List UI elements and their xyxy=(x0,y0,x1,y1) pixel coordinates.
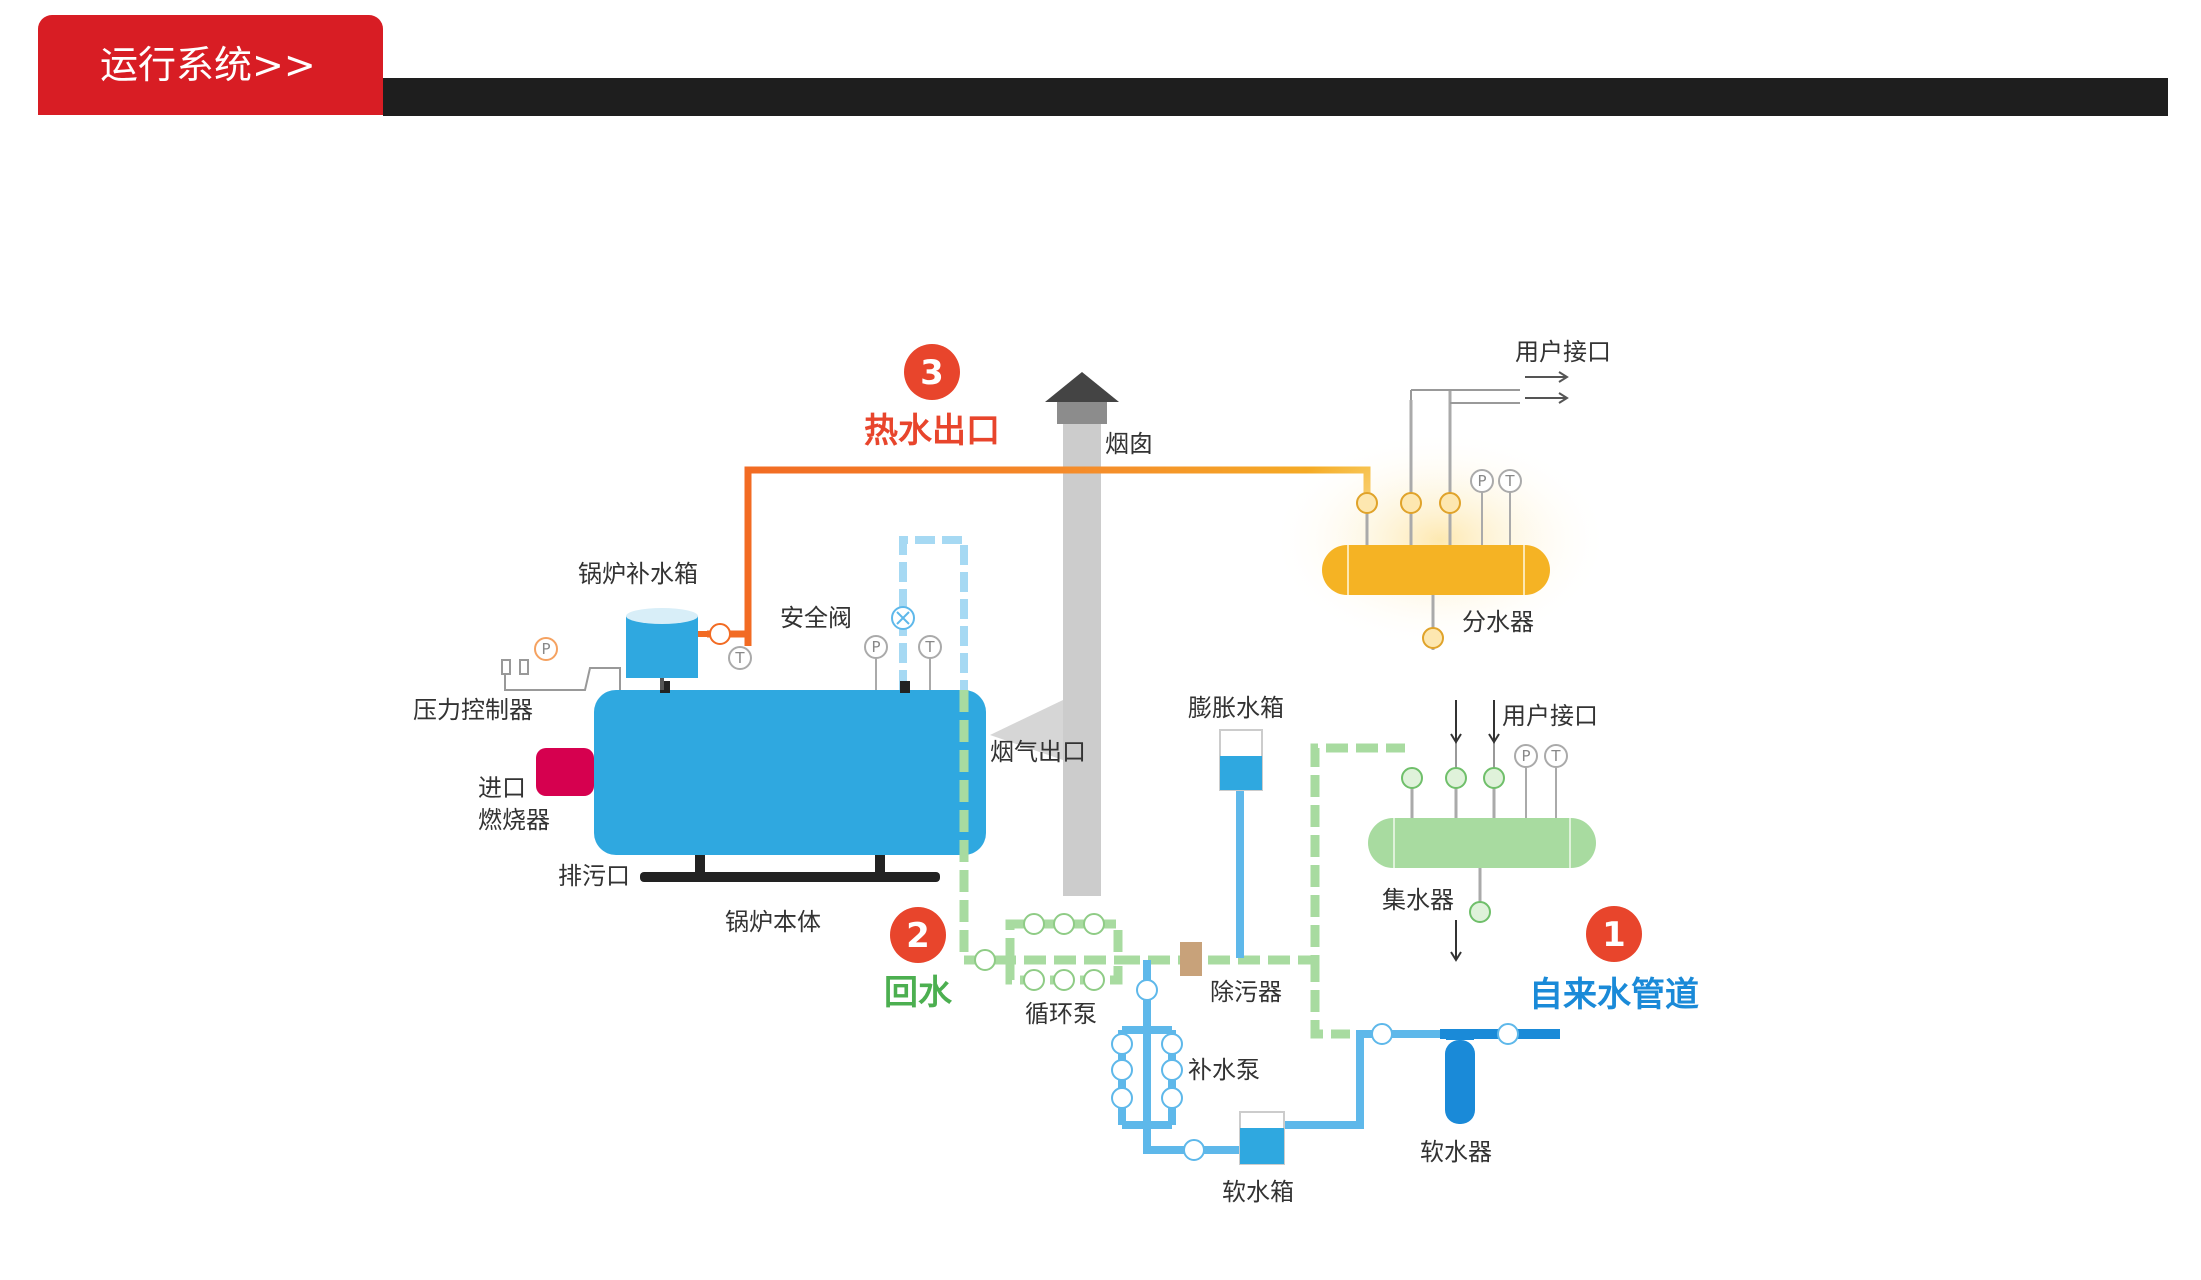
circulation-pumps xyxy=(974,913,1105,991)
expansion-tank xyxy=(1219,729,1263,791)
water-distributor-label: 分水器 xyxy=(1462,608,1534,636)
header-bar xyxy=(383,78,2168,116)
temperature-gauge-label: T xyxy=(1550,747,1561,765)
inlet-label: 进口 xyxy=(478,774,526,802)
pressure-gauge-label: P xyxy=(541,640,550,658)
dirt-separator-label: 除污器 xyxy=(1210,978,1282,1006)
flue-outlet-label: 烟气出口 xyxy=(990,738,1086,766)
temperature-gauge-label: T xyxy=(924,638,935,656)
distributor-glow xyxy=(1270,430,1610,650)
boiler-makeup-tank xyxy=(626,608,720,690)
flue-connector xyxy=(990,700,1063,760)
step-2-number: 2 xyxy=(906,916,930,956)
pressure-controller: P xyxy=(501,637,558,675)
soft-water-tank-label: 软水箱 xyxy=(1222,1178,1294,1206)
safety-valve-label: 安全阀 xyxy=(780,604,852,632)
soft-water-tank xyxy=(1239,1111,1285,1165)
softener xyxy=(1371,1023,1519,1124)
step-2-badge: 2 xyxy=(890,907,946,963)
safety-valve-gauges: P T xyxy=(864,606,942,690)
step-1-badge: 1 xyxy=(1586,906,1642,962)
return-water-label: 回水 xyxy=(884,973,953,1013)
blowdown-label: 排污口 xyxy=(558,862,630,890)
header-tab: 运行系统>> xyxy=(38,15,383,115)
user-interface-mid-label: 用户接口 xyxy=(1502,702,1598,730)
chimney xyxy=(990,372,1119,896)
header-title: 运行系统>> xyxy=(100,43,316,87)
makeup-pump-label: 补水泵 xyxy=(1188,1056,1260,1084)
boiler-makeup-tank-label: 锅炉补水箱 xyxy=(578,560,698,588)
pressure-gauge-label: P xyxy=(1477,472,1486,490)
tap-water-label: 自来水管道 xyxy=(1529,975,1699,1015)
circulation-pump-label: 循环泵 xyxy=(1025,1000,1097,1028)
pressure-gauge-label: P xyxy=(871,638,880,656)
softener-label: 软水器 xyxy=(1420,1138,1492,1166)
boiler-body-label: 锅炉本体 xyxy=(725,908,821,936)
step-3-number: 3 xyxy=(920,353,944,393)
pressure-gauge-label: P xyxy=(1521,747,1530,765)
pressure-controller-label: 压力控制器 xyxy=(413,696,533,724)
water-distributor: P T xyxy=(1322,389,1550,650)
outlet-thermometer: T xyxy=(709,623,752,670)
temperature-gauge-label: T xyxy=(1504,472,1515,490)
step-1-number: 1 xyxy=(1602,915,1626,955)
burner-label: 燃烧器 xyxy=(478,806,550,834)
chimney-label: 烟囱 xyxy=(1105,430,1153,458)
boiler-body xyxy=(594,681,986,960)
dirt-separator xyxy=(1180,942,1202,976)
pressure-controller-tubing xyxy=(504,667,621,691)
burner xyxy=(536,748,594,796)
hot-water-outlet-label: 热水出口 xyxy=(864,411,1000,451)
safety-valve-pipe xyxy=(899,536,968,690)
water-collector: P T xyxy=(1368,700,1596,962)
user-interface-top-label: 用户接口 xyxy=(1515,338,1611,366)
makeup-pumps xyxy=(1111,979,1205,1161)
water-collector-label: 集水器 xyxy=(1382,886,1454,914)
step-3-badge: 3 xyxy=(904,344,960,400)
user-interface-top-arrows xyxy=(1525,371,1569,404)
temperature-gauge-label: T xyxy=(734,649,745,667)
expansion-tank-label: 膨胀水箱 xyxy=(1188,694,1284,722)
hot-outlet-valve-icon xyxy=(709,623,731,645)
